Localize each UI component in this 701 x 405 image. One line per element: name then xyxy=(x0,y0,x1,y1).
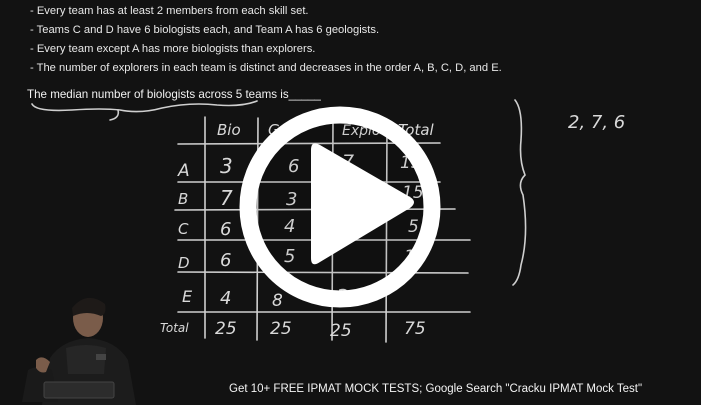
cell-c-total: 5 xyxy=(408,217,419,237)
cell-d-bio: 6 xyxy=(220,250,231,271)
cell-total-total: 75 xyxy=(404,319,426,339)
problem-statement: - Every team has at least 2 members from… xyxy=(30,2,680,78)
cell-c-bio: 6 xyxy=(220,219,231,240)
cell-b-bio: 7 xyxy=(220,186,233,210)
problem-line: - Every team except A has more biologist… xyxy=(30,43,316,55)
cell-a-geo: 6 xyxy=(288,156,299,177)
cell-d-geo: 5 xyxy=(284,246,295,267)
problem-line: - Every team has at least 2 members from… xyxy=(30,5,309,17)
row-label-d: D xyxy=(178,254,190,272)
cell-total-bio: 25 xyxy=(215,319,237,339)
cell-a-bio: 3 xyxy=(220,154,233,178)
problem-line: - Teams C and D have 6 biologists each, … xyxy=(30,24,380,36)
cell-e-bio: 4 xyxy=(220,288,231,309)
row-label-c: C xyxy=(178,220,189,238)
cell-total-geo: 25 xyxy=(270,319,292,339)
presenter-image xyxy=(22,297,136,405)
play-icon[interactable] xyxy=(239,106,441,308)
row-label-b: B xyxy=(178,190,188,208)
cell-total-exp: 25 xyxy=(330,321,352,341)
header-bio: Bio xyxy=(217,121,241,139)
row-label-e: E xyxy=(182,287,193,306)
row-label-total: Total xyxy=(160,321,189,335)
cell-b-geo: 3 xyxy=(286,189,297,210)
problem-line: - The number of explorers in each team i… xyxy=(30,62,502,74)
question-text: The median number of biologists across 5… xyxy=(27,88,321,101)
promo-banner: Get 10+ FREE IPMAT MOCK TESTS; Google Se… xyxy=(229,383,643,395)
cell-e-geo: 8 xyxy=(272,291,283,311)
row-label-a: A xyxy=(177,161,190,181)
cell-c-geo: 4 xyxy=(284,216,295,237)
side-note: 2, 7, 6 xyxy=(568,112,625,133)
